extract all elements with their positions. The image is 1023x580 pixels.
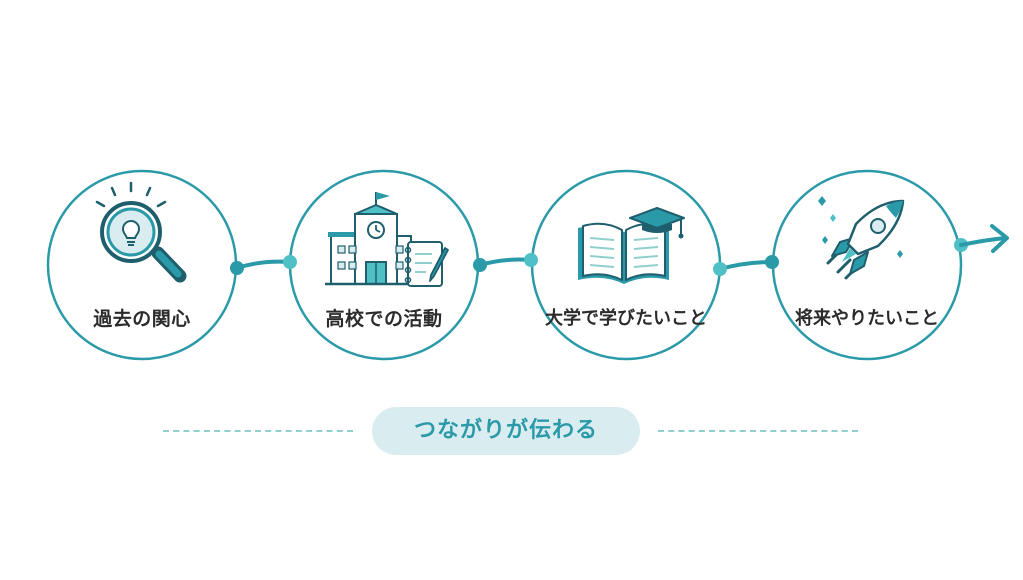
rocket-icon xyxy=(818,196,905,280)
connector-3-4 xyxy=(713,255,779,276)
end-arrow xyxy=(954,224,1009,253)
step-label-2: 高校での活動 xyxy=(325,308,443,330)
connector-2-3 xyxy=(473,253,538,272)
step-label-3: 大学で学びたいこと xyxy=(545,308,707,329)
book-graduation-cap-icon xyxy=(578,207,685,284)
connector-1-2 xyxy=(230,255,297,275)
school-notebook-icon xyxy=(325,192,449,287)
lightbulb-magnifier-icon xyxy=(95,181,187,283)
step-label-1: 過去の関心 xyxy=(93,308,191,330)
tagline-left-dash xyxy=(163,430,353,432)
tagline-right-dash xyxy=(658,430,858,432)
tagline-badge: つながりが伝わる xyxy=(372,407,640,455)
step-label-4: 将来やりたいこと xyxy=(795,308,939,329)
